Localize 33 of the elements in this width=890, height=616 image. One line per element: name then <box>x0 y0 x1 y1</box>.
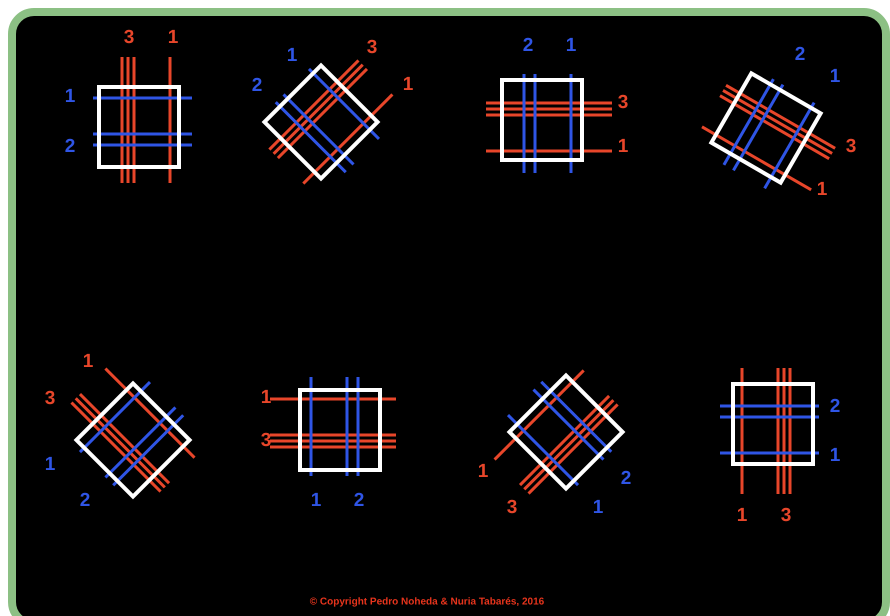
line-number: 1 <box>260 388 272 408</box>
line-number: 1 <box>402 75 414 95</box>
line-number: 3 <box>846 137 856 157</box>
line-number: 2 <box>80 491 90 511</box>
line-number: 2 <box>64 137 76 157</box>
line-number: 2 <box>354 491 364 511</box>
line-number: 2 <box>620 469 632 489</box>
line-number: 1 <box>618 137 628 157</box>
line-number: 1 <box>310 491 322 511</box>
line-number: 1 <box>816 180 828 200</box>
line-number: 1 <box>478 462 488 482</box>
line-number: 1 <box>566 36 576 56</box>
line-number: 3 <box>780 506 792 526</box>
line-number: 1 <box>82 352 94 372</box>
line-number: 3 <box>618 93 628 113</box>
line-number: 3 <box>506 498 518 518</box>
line-number: 2 <box>794 45 806 65</box>
line-number: 1 <box>44 455 56 475</box>
line-number: 1 <box>168 28 178 48</box>
line-number: 3 <box>124 28 134 48</box>
line-number: 1 <box>830 446 840 466</box>
line-number: 1 <box>592 498 604 518</box>
line-number: 2 <box>522 36 534 56</box>
copyright-caption: © Copyright Pedro Noheda & Nuria Tabarés, 2016 <box>310 596 544 608</box>
line-number: 1 <box>286 46 298 66</box>
line-number: 1 <box>830 67 840 87</box>
line-number: 2 <box>830 397 840 417</box>
line-number: 3 <box>366 38 378 58</box>
line-number: 1 <box>736 506 748 526</box>
line-number: 3 <box>260 431 272 451</box>
line-number: 3 <box>44 389 56 409</box>
line-number: 1 <box>64 87 76 107</box>
line-number: 2 <box>252 76 262 96</box>
